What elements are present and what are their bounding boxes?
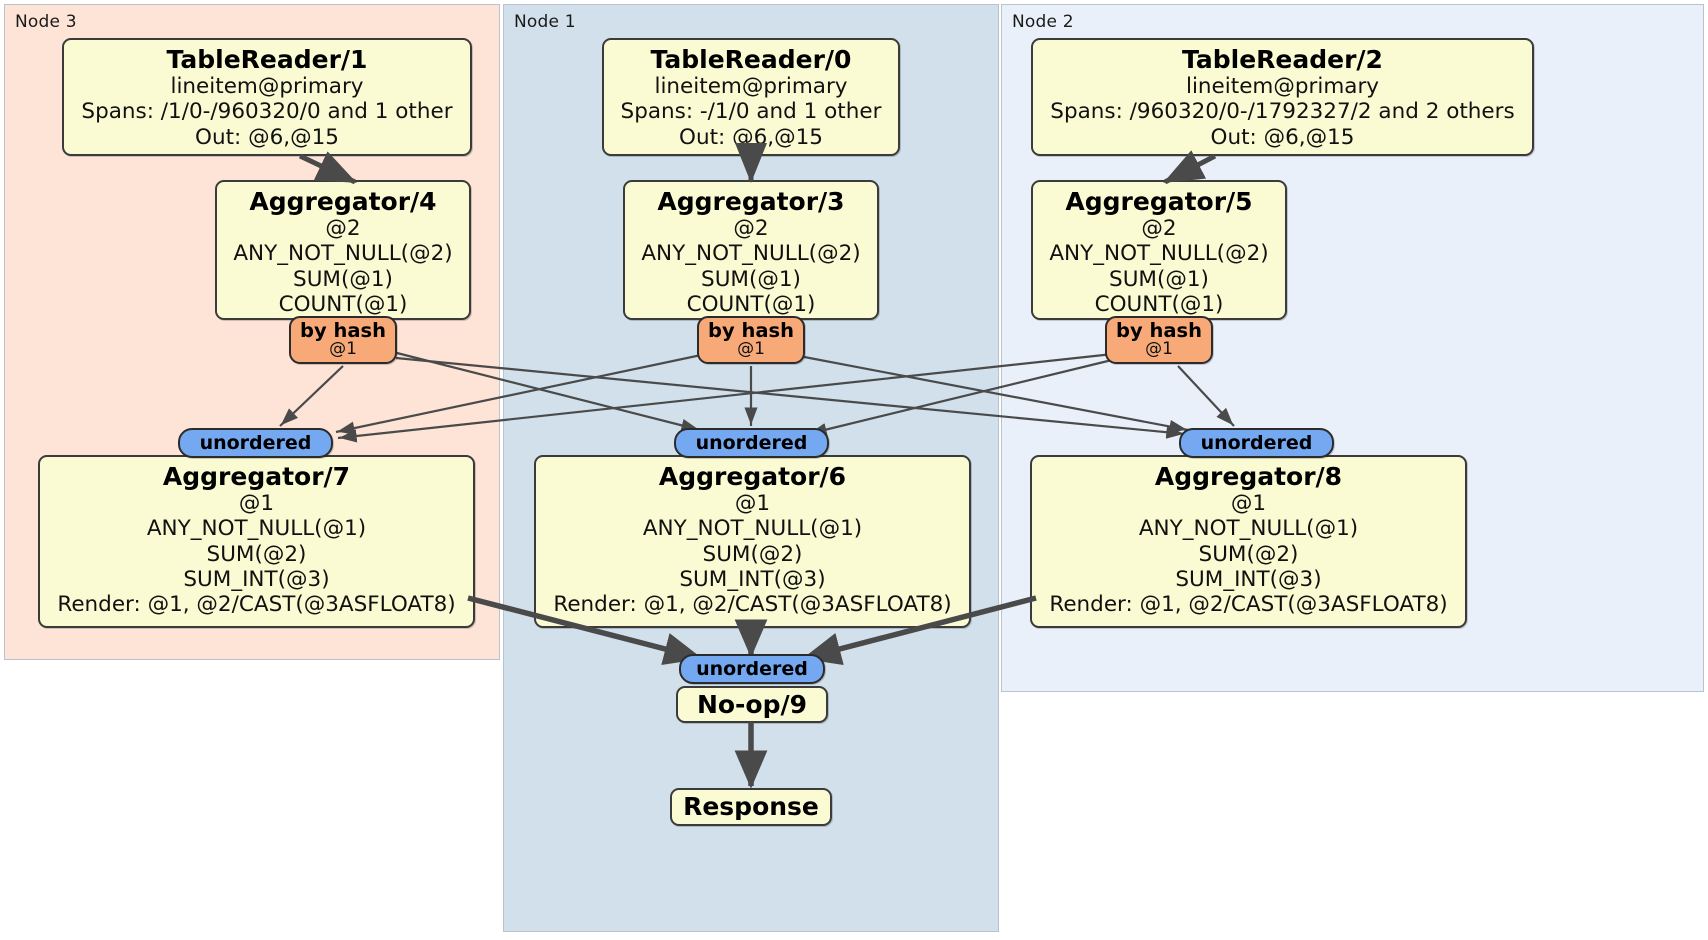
box-aggregator5[interactable]: Aggregator/5 @2 ANY_NOT_NULL(@2) SUM(@1)…	[1031, 180, 1287, 320]
box-aggregator4[interactable]: Aggregator/4 @2 ANY_NOT_NULL(@2) SUM(@1)…	[215, 180, 471, 320]
badge-by-hash-mid[interactable]: by hash @1	[697, 316, 805, 364]
box-tablereader0[interactable]: TableReader/0 lineitem@primary Spans: -/…	[602, 38, 900, 156]
box-line: SUM(@1)	[293, 266, 393, 292]
box-title: No-op/9	[696, 689, 808, 719]
box-line: @2	[1141, 216, 1177, 241]
box-line: SUM(@1)	[1109, 266, 1209, 292]
box-line: Out: @6,@15	[679, 124, 823, 150]
box-line: lineitem@primary	[1185, 74, 1380, 99]
badge-sublabel: @1	[737, 339, 765, 360]
box-title: Aggregator/6	[658, 462, 847, 491]
badge-label: unordered	[696, 658, 808, 680]
box-title: TableReader/2	[1182, 45, 1383, 74]
node-label-node1: Node 1	[514, 12, 576, 32]
box-line: ANY_NOT_NULL(@1)	[642, 516, 863, 542]
box-aggregator8[interactable]: Aggregator/8 @1 ANY_NOT_NULL(@1) SUM(@2)…	[1030, 455, 1467, 628]
box-line: SUM(@2)	[702, 541, 803, 567]
box-title: Aggregator/7	[162, 462, 351, 491]
box-title: Aggregator/8	[1154, 462, 1343, 491]
box-aggregator3[interactable]: Aggregator/3 @2 ANY_NOT_NULL(@2) SUM(@1)…	[623, 180, 879, 320]
badge-by-hash-left[interactable]: by hash @1	[289, 316, 397, 364]
box-line: ANY_NOT_NULL(@2)	[1049, 241, 1269, 267]
box-line: ANY_NOT_NULL(@2)	[641, 241, 861, 267]
box-line: Out: @6,@15	[1210, 124, 1355, 150]
box-title: Aggregator/4	[249, 187, 437, 216]
box-line: Render: @1, @2/CAST(@3ASFLOAT8)	[57, 592, 456, 618]
box-title: Aggregator/5	[1065, 187, 1253, 216]
badge-label: unordered	[1200, 432, 1313, 454]
box-aggregator7[interactable]: Aggregator/7 @1 ANY_NOT_NULL(@1) SUM(@2)…	[38, 455, 475, 628]
badge-unordered-final[interactable]: unordered	[679, 654, 825, 684]
box-line: @2	[325, 216, 361, 241]
box-line: Spans: /1/0-/960320/0 and 1 other	[81, 99, 453, 125]
badge-label: by hash	[708, 318, 794, 342]
box-line: @2	[733, 216, 769, 241]
badge-label: unordered	[695, 432, 808, 454]
box-title: TableReader/0	[650, 45, 852, 74]
box-tablereader2[interactable]: TableReader/2 lineitem@primary Spans: /9…	[1031, 38, 1534, 156]
badge-by-hash-right[interactable]: by hash @1	[1105, 316, 1213, 364]
box-line: ANY_NOT_NULL(@1)	[1138, 516, 1359, 542]
box-line: COUNT(@1)	[278, 292, 408, 318]
box-line: COUNT(@1)	[686, 292, 816, 318]
box-line: ANY_NOT_NULL(@1)	[146, 516, 367, 542]
box-line: @1	[1230, 491, 1267, 516]
badge-unordered-right[interactable]: unordered	[1179, 428, 1334, 458]
box-line: lineitem@primary	[654, 74, 848, 99]
badge-sublabel: @1	[329, 339, 357, 360]
node-label-node3: Node 3	[15, 12, 77, 32]
box-line: lineitem@primary	[170, 74, 364, 99]
badge-label: unordered	[199, 432, 312, 454]
box-title: Aggregator/3	[657, 187, 845, 216]
box-line: SUM(@2)	[1198, 541, 1299, 567]
box-line: Render: @1, @2/CAST(@3ASFLOAT8)	[553, 592, 952, 618]
box-response[interactable]: Response	[670, 788, 832, 826]
node-label-node2: Node 2	[1012, 12, 1074, 32]
badge-unordered-mid[interactable]: unordered	[674, 428, 829, 458]
badge-label: by hash	[1116, 318, 1202, 342]
box-line: COUNT(@1)	[1094, 292, 1224, 318]
box-line: @1	[734, 491, 771, 516]
box-line: SUM(@1)	[701, 266, 801, 292]
box-line: Spans: /960320/0-/1792327/2 and 2 others	[1050, 99, 1515, 125]
badge-label: by hash	[300, 318, 386, 342]
box-aggregator6[interactable]: Aggregator/6 @1 ANY_NOT_NULL(@1) SUM(@2)…	[534, 455, 971, 628]
box-line: SUM_INT(@3)	[1175, 567, 1322, 593]
box-tablereader1[interactable]: TableReader/1 lineitem@primary Spans: /1…	[62, 38, 472, 156]
badge-sublabel: @1	[1145, 339, 1173, 360]
box-line: Out: @6,@15	[195, 124, 339, 150]
box-line: SUM_INT(@3)	[183, 567, 330, 593]
box-line: SUM_INT(@3)	[679, 567, 826, 593]
box-line: ANY_NOT_NULL(@2)	[233, 241, 453, 267]
badge-unordered-left[interactable]: unordered	[178, 428, 333, 458]
box-line: Spans: -/1/0 and 1 other	[620, 99, 882, 125]
box-line: Render: @1, @2/CAST(@3ASFLOAT8)	[1049, 592, 1448, 618]
box-line: @1	[238, 491, 275, 516]
box-title: Response	[683, 792, 819, 821]
box-title: TableReader/1	[166, 45, 368, 74]
box-noop9[interactable]: No-op/9	[676, 686, 828, 723]
box-line: SUM(@2)	[206, 541, 307, 567]
